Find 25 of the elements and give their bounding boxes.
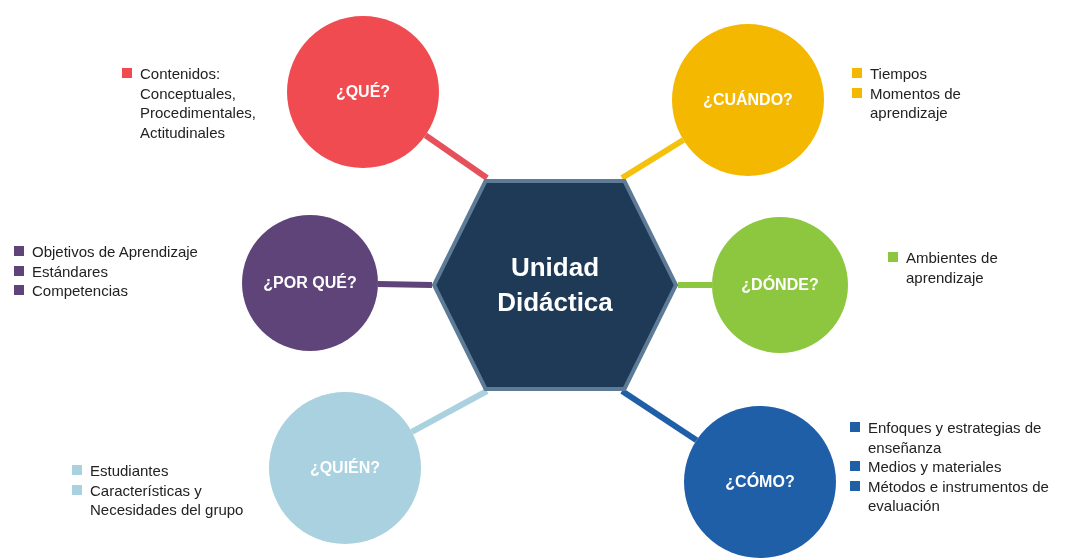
- list-item-text: Momentos de aprendizaje: [870, 83, 962, 123]
- node-label: ¿DÓNDE?: [741, 276, 819, 294]
- connector-line: [620, 137, 685, 181]
- list-item-text: Medios y materiales: [868, 457, 1002, 477]
- list-item-text: Estándares: [32, 261, 108, 281]
- list-item-text: Objetivos de Aprendizaje: [32, 242, 198, 262]
- connector-line: [620, 388, 699, 443]
- connector-line: [377, 281, 433, 288]
- list-item-text: Características y Necesidades del grupo: [90, 480, 245, 520]
- list-item-text: Tiempos: [870, 64, 927, 84]
- node-label: Unidad Didáctica: [496, 250, 614, 319]
- node-label: ¿QUIÉN?: [309, 459, 381, 477]
- list-item-text: Estudiantes: [90, 461, 169, 481]
- list-item-text: Contenidos: Conceptuales, Procedimentales, Actitudinales: [140, 64, 257, 142]
- node-label: ¿POR QUÉ?: [263, 274, 357, 292]
- connector-line: [410, 388, 489, 435]
- node-label: ¿CUÁNDO?: [703, 91, 793, 109]
- list-item-text: Competencias: [32, 281, 128, 301]
- connector-line: [678, 282, 712, 288]
- list-item-text: Ambientes de aprendizaje: [906, 248, 999, 287]
- node-label: ¿CÓMO?: [725, 473, 795, 491]
- node-label: ¿QUÉ?: [335, 83, 391, 101]
- list-item-text: Enfoques y estrategias de enseñanza: [868, 418, 1043, 457]
- connector-line: [423, 132, 489, 181]
- list-item-text: Métodos e instrumentos de evaluación: [868, 476, 1050, 516]
